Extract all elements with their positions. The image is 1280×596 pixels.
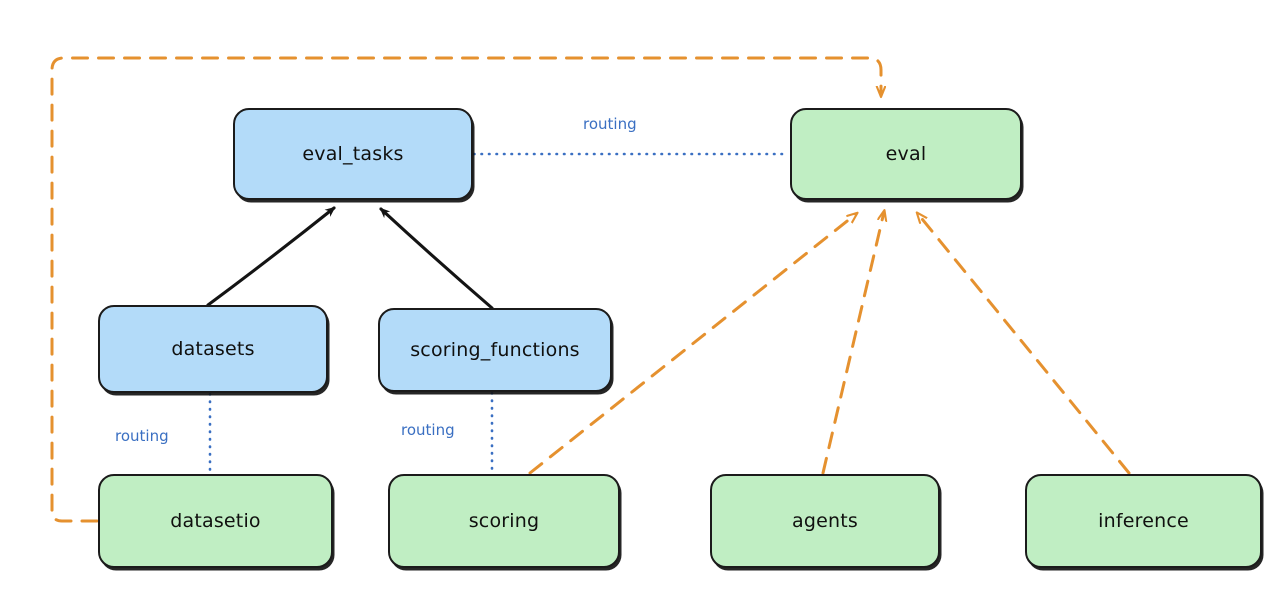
node-datasets-label: datasets (171, 338, 255, 360)
edge-scoring-to-eval (528, 214, 856, 475)
edge-scoring-functions-to-eval-tasks (379, 207, 494, 310)
node-inference[interactable]: inference (1025, 474, 1262, 568)
node-eval[interactable]: eval (790, 108, 1022, 200)
node-eval-tasks-label: eval_tasks (302, 143, 404, 165)
edge-datasets-to-eval-tasks (206, 206, 336, 307)
node-inference-label: inference (1098, 510, 1189, 532)
edge-label-routing-datasets: routing (112, 427, 172, 445)
node-scoring-label: scoring (468, 510, 540, 532)
node-scoring-functions-label: scoring_functions (410, 339, 580, 361)
node-datasets[interactable]: datasets (98, 305, 328, 393)
node-eval-tasks[interactable]: eval_tasks (233, 108, 473, 200)
node-agents[interactable]: agents (710, 474, 940, 568)
edge-inference-to-eval (918, 214, 1131, 475)
node-scoring-functions[interactable]: scoring_functions (378, 308, 612, 392)
node-agents-label: agents (792, 510, 858, 532)
edge-datasetio-to-eval (50, 56, 881, 523)
node-eval-label: eval (885, 143, 927, 165)
node-datasetio-label: datasetio (170, 510, 261, 532)
edge-label-routing-scoring-functions: routing (398, 421, 458, 439)
edge-label-routing-eval-tasks: routing (580, 115, 640, 133)
node-scoring[interactable]: scoring (388, 474, 620, 568)
edge-agents-to-eval (821, 212, 884, 475)
node-datasetio[interactable]: datasetio (98, 474, 333, 568)
